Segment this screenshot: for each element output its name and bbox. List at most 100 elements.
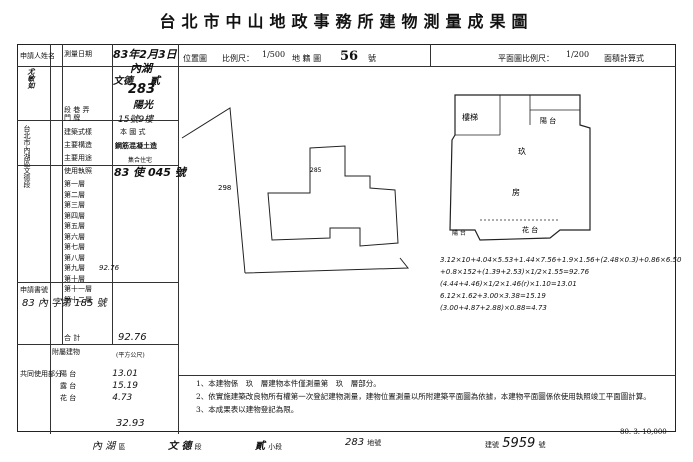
plan-stair-label: 樓梯 bbox=[462, 112, 478, 122]
subsection-value: 貳 bbox=[150, 76, 160, 87]
floor-label: 第十二層 bbox=[64, 295, 92, 304]
structure-value: 鋼筋混凝土造 bbox=[115, 141, 157, 150]
use-label: 主要用途 bbox=[64, 154, 92, 162]
footer-subsection: 貳 小段 bbox=[255, 437, 282, 452]
total-area: 92.76 bbox=[118, 332, 147, 343]
left-row-divider-3 bbox=[17, 282, 178, 283]
left-col-divider-3 bbox=[112, 44, 113, 344]
annex-use: 陽 台 bbox=[60, 370, 77, 378]
door-label: 門 牌 bbox=[64, 114, 81, 122]
scale-label: 比例尺： bbox=[222, 54, 254, 63]
reg-number: 83 內 字第 185 號 bbox=[22, 298, 107, 309]
header-divider-2 bbox=[430, 44, 431, 66]
main-style-value: 本 國 式 bbox=[120, 128, 146, 136]
floor-area: 92.76 bbox=[99, 264, 120, 272]
survey-date: 83年2月3日 bbox=[113, 48, 177, 61]
footer-section-value: 文 德 bbox=[168, 441, 192, 452]
formula-line: +0.8×152+(1.39+2.53)×1/2×1.55=92.76 bbox=[440, 268, 590, 276]
area-calc-label: 面積計算式 bbox=[604, 54, 644, 63]
notes-divider bbox=[178, 375, 676, 376]
annex-row: 陽 台 13.01 bbox=[60, 370, 176, 382]
footer-subsection-suffix: 小段 bbox=[268, 443, 283, 451]
floors-value: 15號9樓 bbox=[118, 115, 154, 125]
plan-scale-value: 1/200 bbox=[566, 50, 590, 59]
footer-lot-value: 283 bbox=[345, 437, 365, 448]
applicant-label: 申請人姓名 bbox=[20, 52, 55, 60]
annex-label: 附屬建物 bbox=[52, 348, 80, 356]
plan-outline bbox=[449, 94, 591, 241]
location-map: 298 285 bbox=[181, 107, 410, 274]
map-lot-boundary-1 bbox=[181, 107, 246, 274]
footer-building: 建號 5959 號 bbox=[485, 436, 545, 451]
floor-label: 第五層 bbox=[64, 222, 85, 230]
annex-total: 32.93 bbox=[116, 418, 145, 429]
plan-balcony-top: 陽 台 bbox=[540, 116, 556, 125]
footer-building-label: 建號 bbox=[485, 441, 499, 449]
footer-building-no: 5959 bbox=[502, 436, 536, 451]
document-title: 台北市中山地政事務所建物測量成果圖 bbox=[159, 12, 534, 31]
map-lot-label-2: 285 bbox=[310, 167, 322, 174]
floor-label: 第九層 bbox=[64, 264, 85, 272]
floor-label: 第七層 bbox=[64, 243, 85, 251]
area-unit: (平方公尺) bbox=[116, 352, 145, 359]
left-row-divider-1 bbox=[17, 120, 178, 121]
formula-line: (4.44+4.46)×1/2×1.46(r)×1.10=13.01 bbox=[440, 280, 577, 288]
floor-row: 第一層 bbox=[64, 180, 176, 191]
footer-lot: 283 地號 bbox=[345, 437, 381, 448]
note-item: 2、依實施建築改良物所有權第一次登記建物測量，建物位置測量以所附建築平面圖為依據… bbox=[196, 392, 651, 401]
floor-row: 第二層 bbox=[64, 191, 176, 202]
plan-main-label: 玖 bbox=[518, 146, 526, 156]
footer-district: 內 湖 區 bbox=[92, 437, 125, 452]
annex-area: 4.73 bbox=[112, 393, 133, 403]
common-label: 共同使用部分 bbox=[20, 370, 62, 378]
header-divider bbox=[17, 66, 676, 67]
note-item: 1、本建物係 玖 層建物本件僅測量第 玖 層部分。 bbox=[196, 379, 381, 388]
left-row-divider-4 bbox=[17, 344, 178, 345]
floor-row: 第六層 bbox=[64, 233, 176, 244]
floor-label: 第十一層 bbox=[64, 285, 92, 293]
annex-area: 13.01 bbox=[112, 369, 138, 379]
floor-row: 第十一層 bbox=[64, 285, 176, 296]
map-building-outline bbox=[267, 145, 399, 247]
note-item: 3、本成果表以建物登記為限。 bbox=[196, 405, 299, 414]
floor-label: 第四層 bbox=[64, 211, 85, 220]
sheet-label: 地 籍 圖 bbox=[292, 54, 322, 63]
footer-subsection-value: 貳 bbox=[255, 441, 265, 452]
map-lot-label: 298 bbox=[218, 184, 231, 192]
floor-label: 第三層 bbox=[64, 201, 85, 209]
floor-row: 第七層 bbox=[64, 243, 176, 254]
formula-line: 3.12×10+4.04×5.53+1.44×7.56+1.9×1.56+(2.… bbox=[440, 256, 682, 264]
annex-use: 露 台 bbox=[60, 382, 77, 390]
formula-line: (3.00+4.87+2.88)×0.88=4.73 bbox=[440, 304, 547, 312]
sheet-number: 56 bbox=[340, 49, 359, 64]
plan-scale-label: 平面圖比例尺： bbox=[498, 54, 554, 63]
floor-row: 第八層 bbox=[64, 254, 176, 265]
floor-row: 第九層 92.76 bbox=[64, 264, 176, 275]
map-lot-boundary-2 bbox=[244, 257, 410, 274]
floor-label: 第一層 bbox=[64, 180, 85, 188]
footer-district-suffix: 區 bbox=[118, 443, 126, 451]
survey-date-label: 測量日期 bbox=[64, 50, 92, 58]
form-code: 80. 3. 10,000 bbox=[620, 428, 667, 436]
footer-section: 文 德 段 bbox=[168, 437, 202, 452]
annex-area: 15.19 bbox=[112, 381, 138, 391]
area-formulas: 3.12×10+4.04×5.53+1.44×7.56+1.9×1.56+(2.… bbox=[440, 254, 681, 314]
floor-label: 第八層 bbox=[64, 253, 85, 262]
footer-district-value: 內 湖 bbox=[92, 441, 116, 452]
left-col-divider-1 bbox=[50, 44, 51, 434]
reg-label: 申請書號 bbox=[20, 286, 48, 294]
document-frame bbox=[17, 44, 676, 432]
location-map-label: 位置圖 bbox=[183, 54, 207, 63]
floor-row: 第三層 bbox=[64, 201, 176, 212]
sheet-suffix: 號 bbox=[368, 54, 376, 63]
left-panel-divider bbox=[178, 44, 179, 434]
license-value: 83 使 045 號 bbox=[114, 166, 186, 179]
floor-row: 第十二層 bbox=[64, 296, 176, 307]
section-value: 文德 bbox=[113, 76, 133, 87]
road-value: 陽光 bbox=[133, 100, 153, 111]
footer-lot-suffix: 地號 bbox=[367, 439, 382, 447]
annex-row: 露 台 15.19 bbox=[60, 382, 176, 394]
footer-building-suffix: 號 bbox=[538, 441, 546, 449]
